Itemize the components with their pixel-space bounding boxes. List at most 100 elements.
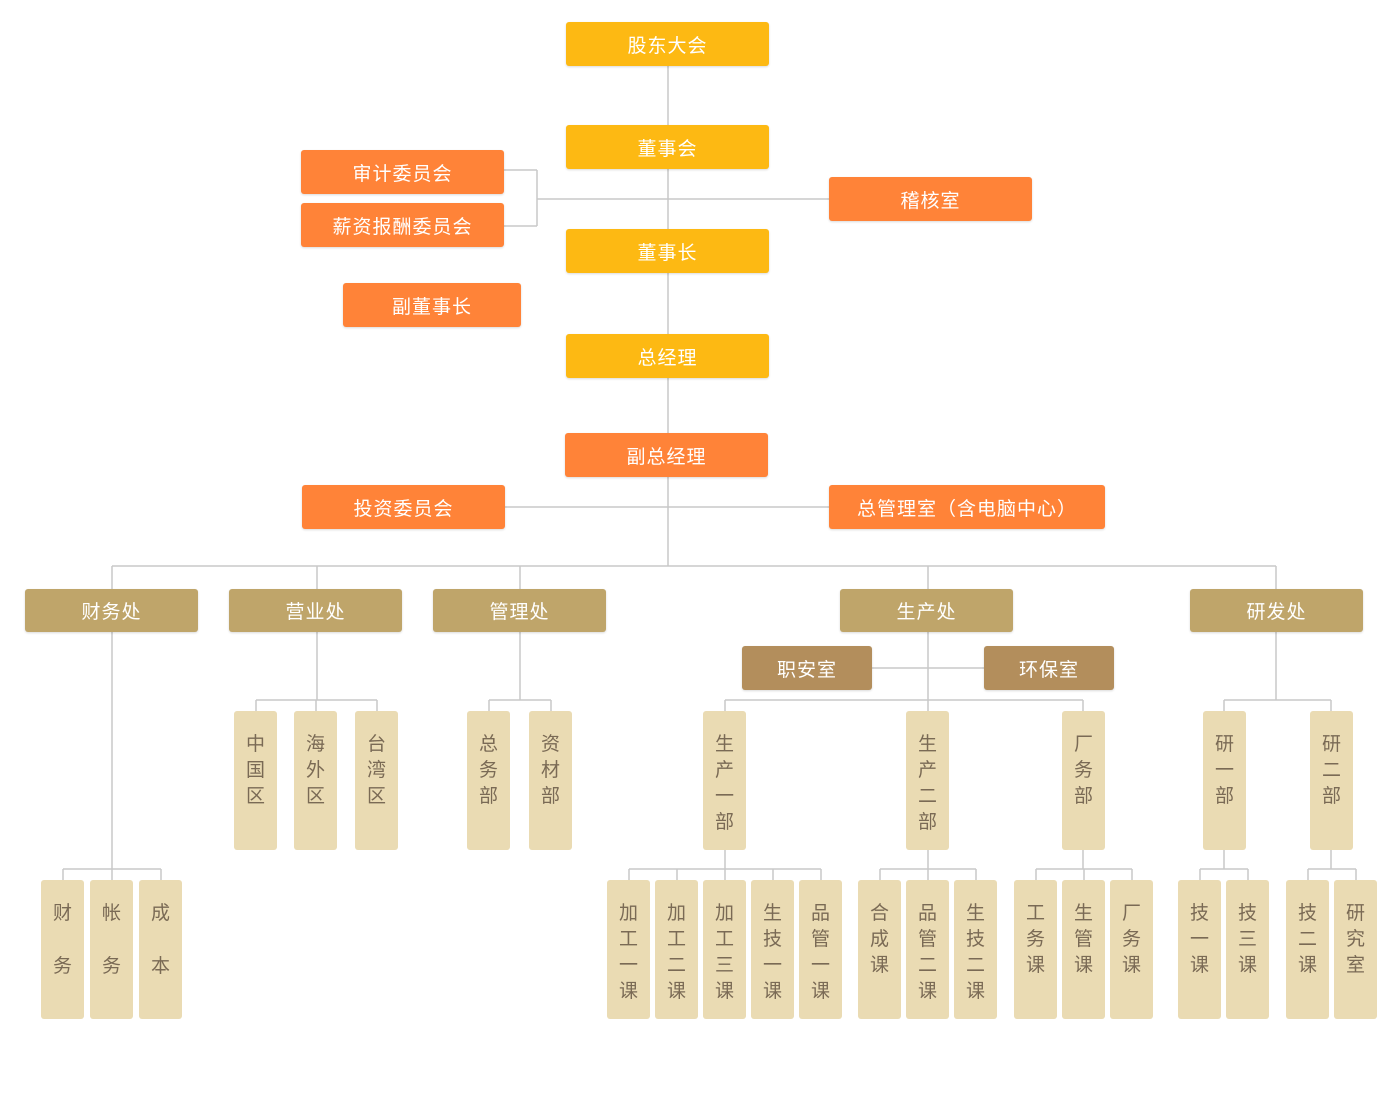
- node-board-of-directors: 董事会: [566, 125, 769, 169]
- vertical-char: 加: [666, 902, 686, 924]
- node-environment-office: 环保室: [984, 646, 1114, 690]
- node-prodtech-section-1: 生技一课: [751, 880, 794, 1019]
- vertical-char: 成: [869, 928, 889, 950]
- vertical-char: 课: [762, 980, 782, 1002]
- vertical-char: 湾: [366, 759, 386, 781]
- vertical-char: 成: [150, 902, 170, 924]
- vertical-char: 生: [714, 733, 734, 755]
- node-processing-section-3: 加工三课: [703, 880, 746, 1019]
- vertical-char: 技: [1237, 902, 1257, 924]
- vertical-char: 二: [1321, 759, 1341, 781]
- vertical-char: 品: [917, 902, 937, 924]
- node-finance-section: 财务: [41, 880, 84, 1019]
- vertical-char: 课: [1073, 954, 1093, 976]
- vertical-char: 管: [917, 928, 937, 950]
- vertical-char: 务: [1121, 928, 1141, 950]
- vertical-char: 部: [478, 785, 498, 807]
- vertical-char: 加: [618, 902, 638, 924]
- vertical-char: 课: [714, 980, 734, 1002]
- node-tech-section-3: 技三课: [1226, 880, 1269, 1019]
- vertical-char: 合: [869, 902, 889, 924]
- node-factory-affairs-dept: 厂务部: [1062, 711, 1105, 850]
- node-synthesis-section: 合成课: [858, 880, 901, 1019]
- vertical-char: 课: [1121, 954, 1141, 976]
- node-taiwan-region: 台湾区: [355, 711, 398, 850]
- vertical-char: 室: [1345, 954, 1365, 976]
- vertical-char: 研: [1345, 902, 1365, 924]
- vertical-char: 课: [869, 954, 889, 976]
- vertical-char: 一: [1214, 759, 1234, 781]
- node-audit-office: 稽核室: [829, 177, 1032, 221]
- vertical-char: 务: [478, 759, 498, 781]
- node-processing-section-2: 加工二课: [655, 880, 698, 1019]
- vertical-char: 课: [1189, 954, 1209, 976]
- vertical-char: 国: [245, 759, 265, 781]
- vertical-char: 课: [965, 980, 985, 1002]
- vertical-char: 课: [917, 980, 937, 1002]
- vertical-char: 技: [1189, 902, 1209, 924]
- vertical-char: 产: [714, 759, 734, 781]
- vertical-char: 一: [714, 785, 734, 807]
- vertical-char: 课: [666, 980, 686, 1002]
- vertical-char: 管: [810, 928, 830, 950]
- vertical-char: 部: [1321, 785, 1341, 807]
- node-vice-chairman: 副董事长: [343, 283, 521, 327]
- node-sales-division: 营业处: [229, 589, 402, 632]
- node-tech-section-2: 技二课: [1286, 880, 1329, 1019]
- vertical-char: 三: [1237, 928, 1257, 950]
- vertical-char: 资: [540, 733, 560, 755]
- node-overseas-region: 海外区: [294, 711, 337, 850]
- node-deputy-general-manager: 副总经理: [565, 433, 768, 477]
- vertical-char: 生: [762, 902, 782, 924]
- vertical-char: 三: [714, 954, 734, 976]
- node-chairman: 董事长: [566, 229, 769, 273]
- vertical-char: 务: [52, 955, 72, 977]
- vertical-char: 二: [965, 954, 985, 976]
- node-qc-section-1: 品管一课: [799, 880, 842, 1019]
- node-production-dept-2: 生产二部: [906, 711, 949, 850]
- node-production-dept-1: 生产一部: [703, 711, 746, 850]
- vertical-char: 课: [810, 980, 830, 1002]
- vertical-char: 工: [666, 928, 686, 950]
- node-audit-committee: 审计委员会: [301, 150, 504, 194]
- vertical-char: 二: [666, 954, 686, 976]
- vertical-char: 总: [478, 733, 498, 755]
- vertical-char: 部: [917, 811, 937, 833]
- vertical-char: 台: [366, 733, 386, 755]
- node-general-affairs-dept: 总务部: [467, 711, 510, 850]
- vertical-char: 一: [810, 954, 830, 976]
- vertical-char: 管: [1073, 928, 1093, 950]
- node-compensation-committee: 薪资报酬委员会: [301, 203, 504, 247]
- node-research-lab: 研究室: [1334, 880, 1377, 1019]
- vertical-char: 二: [1297, 928, 1317, 950]
- vertical-char: 部: [1214, 785, 1234, 807]
- vertical-char: 课: [1297, 954, 1317, 976]
- vertical-char: 部: [540, 785, 560, 807]
- vertical-char: 工: [714, 928, 734, 950]
- vertical-char: 一: [762, 954, 782, 976]
- vertical-char: 务: [1025, 928, 1045, 950]
- vertical-char: 二: [917, 785, 937, 807]
- node-rnd-division: 研发处: [1190, 589, 1363, 632]
- node-shareholders-meeting: 股东大会: [566, 22, 769, 66]
- vertical-char: 材: [540, 759, 560, 781]
- vertical-char: 技: [965, 928, 985, 950]
- vertical-char: 财: [52, 902, 72, 924]
- vertical-char: 外: [305, 759, 325, 781]
- vertical-char: 产: [917, 759, 937, 781]
- node-qc-section-2: 品管二课: [906, 880, 949, 1019]
- vertical-char: 生: [917, 733, 937, 755]
- vertical-char: 课: [1025, 954, 1045, 976]
- node-rd-dept-1: 研一部: [1203, 711, 1246, 850]
- node-factory-section: 厂务课: [1110, 880, 1153, 1019]
- node-management-division: 管理处: [433, 589, 606, 632]
- node-safety-office: 职安室: [742, 646, 872, 690]
- vertical-char: 生: [965, 902, 985, 924]
- node-tech-section-1: 技一课: [1178, 880, 1221, 1019]
- vertical-char: 海: [305, 733, 325, 755]
- vertical-char: 究: [1345, 928, 1365, 950]
- node-prodtech-section-2: 生技二课: [954, 880, 997, 1019]
- node-china-region: 中国区: [234, 711, 277, 850]
- node-processing-section-1: 加工一课: [607, 880, 650, 1019]
